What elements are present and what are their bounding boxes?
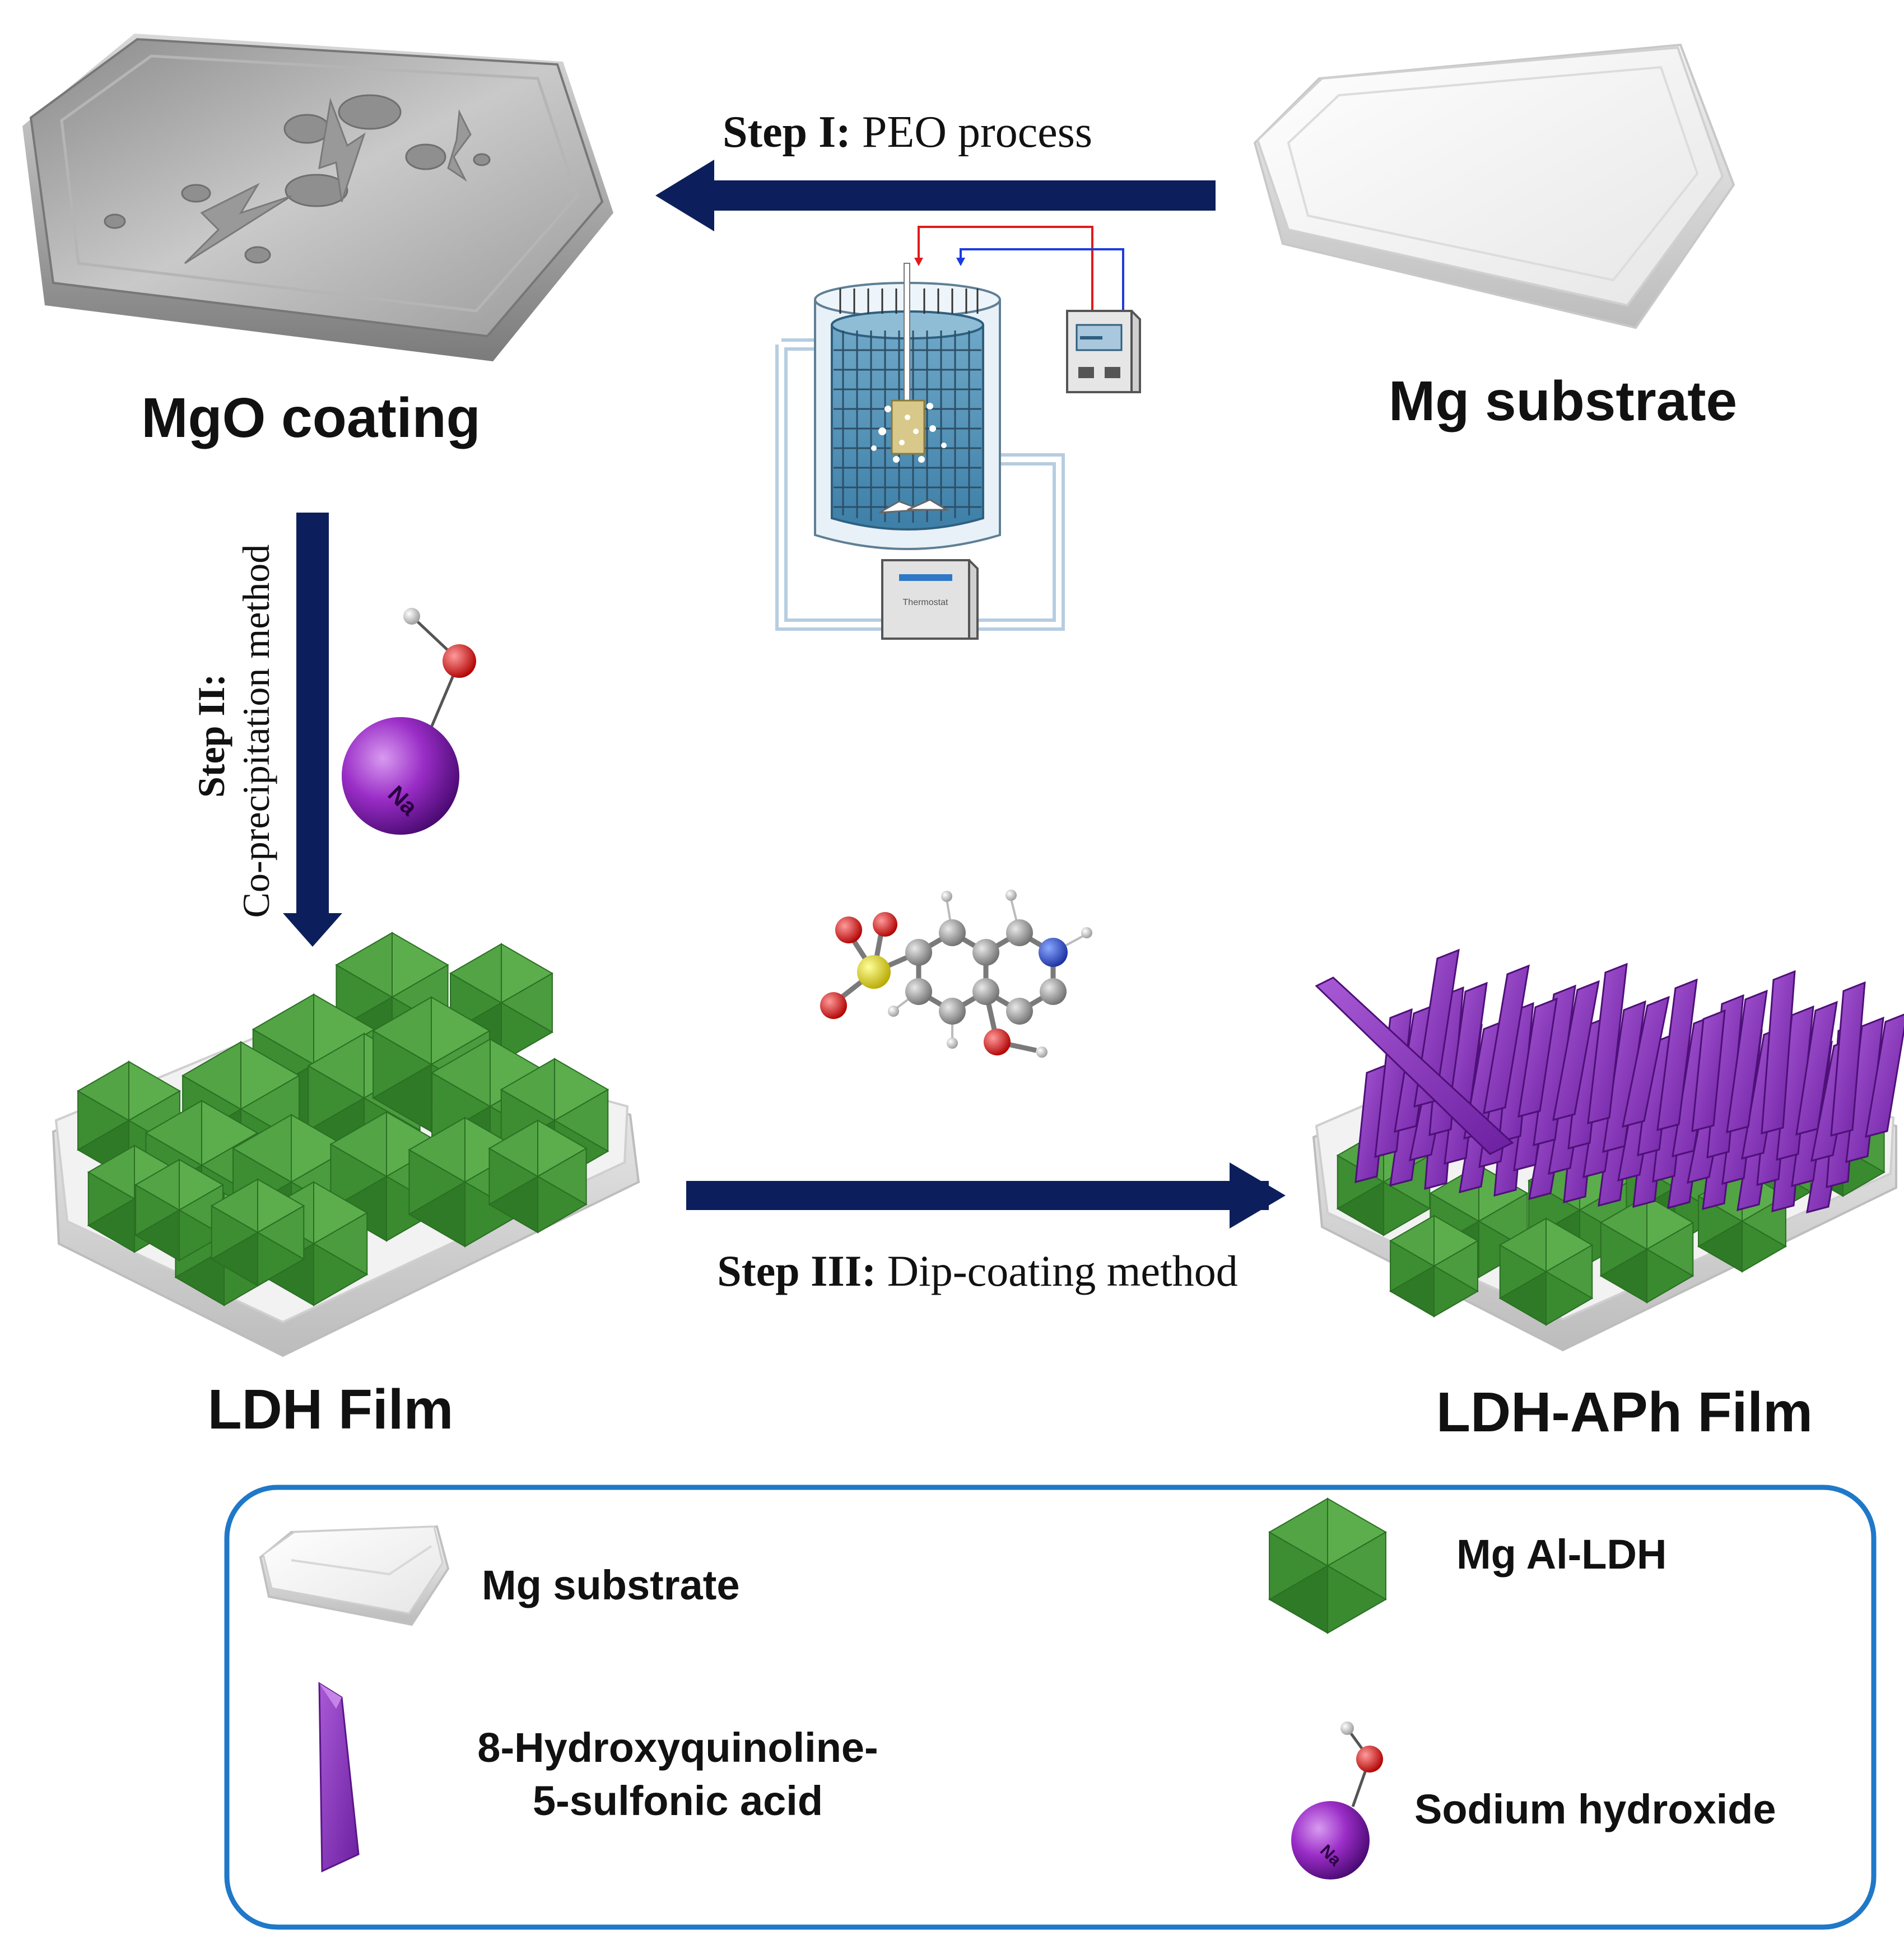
step1-label: Step I: PEO process bbox=[723, 108, 1092, 157]
aph-hexagon bbox=[1389, 1215, 1479, 1318]
ldh-film bbox=[52, 932, 640, 1357]
step1-text: PEO process bbox=[851, 108, 1092, 157]
aph-blade bbox=[1622, 995, 1670, 1128]
step3-arrow bbox=[686, 1162, 1286, 1229]
legend: Mg substrate Mg Al-LDH 8-Hydroxyquinolin… bbox=[224, 1485, 1877, 1930]
peo-apparatus: Thermostat bbox=[775, 226, 1141, 640]
step3-text: Dip-coating method bbox=[876, 1246, 1238, 1295]
mgo-coating-label: MgO coating bbox=[141, 387, 481, 449]
step2-label: Step II: Co-precipitation method bbox=[190, 545, 277, 918]
ldh-hexagon bbox=[77, 1060, 181, 1180]
aph-blades bbox=[1315, 948, 1904, 1214]
ldh-hexagon bbox=[488, 1119, 588, 1234]
legend-hq-blade-icon bbox=[318, 1682, 360, 1873]
aph-blade bbox=[1761, 970, 1796, 1134]
legend-hq-label-line1: 8-Hydroxyquinoline- bbox=[477, 1724, 878, 1771]
legend-ldh-hexagon-icon bbox=[1268, 1497, 1387, 1634]
aph-blade bbox=[1656, 978, 1698, 1132]
aph-blade bbox=[1726, 989, 1768, 1134]
ldh-hexagons bbox=[77, 932, 609, 1306]
step2-head: Step II: bbox=[190, 674, 232, 798]
aph-blade bbox=[1830, 981, 1866, 1137]
legend-hexagon bbox=[1268, 1497, 1387, 1634]
mg-substrate-label: Mg substrate bbox=[1389, 370, 1737, 432]
legend-mg-substrate-label: Mg substrate bbox=[482, 1562, 740, 1608]
mgo-coating-plate bbox=[22, 34, 613, 361]
aph-hexagon bbox=[1599, 1195, 1694, 1304]
step2-text: Co-precipitation method bbox=[235, 545, 277, 918]
legend-hq-label-line2: 5-sulfonic acid bbox=[533, 1778, 823, 1824]
step1-arrow bbox=[655, 160, 1216, 231]
step1-head: Step I: bbox=[723, 108, 851, 157]
ldh-film-label: LDH Film bbox=[208, 1378, 454, 1441]
step3-head: Step III: bbox=[717, 1246, 876, 1295]
aph-blade bbox=[1691, 1009, 1726, 1133]
aph-blade bbox=[1865, 1013, 1904, 1138]
ldh-aph-film-label: LDH-APh Film bbox=[1436, 1381, 1813, 1444]
aph-blade bbox=[1795, 1001, 1838, 1136]
thermostat-label: Thermostat bbox=[903, 598, 948, 607]
surface-pores bbox=[104, 94, 491, 264]
aph-blade bbox=[1552, 980, 1600, 1122]
legend-border bbox=[224, 1485, 1877, 1930]
aph-blade bbox=[1315, 976, 1514, 1155]
hq-sulfonic-molecule bbox=[820, 890, 1092, 1058]
aph-blade bbox=[1517, 997, 1558, 1118]
power-source bbox=[1066, 310, 1141, 393]
step3-label: Step III: Dip-coating method bbox=[717, 1246, 1237, 1295]
legend-naoh-icon: Na bbox=[1291, 1722, 1383, 1879]
thermostat: Thermostat bbox=[881, 559, 979, 640]
sodium-atom bbox=[342, 717, 459, 835]
aph-hexagon bbox=[1498, 1217, 1594, 1326]
surface-cracks bbox=[184, 97, 472, 264]
legend-sodium-hydroxide-label: Sodium hydroxide bbox=[1414, 1786, 1776, 1832]
nitrogen-atom bbox=[1039, 938, 1068, 967]
naoh-molecule: Na bbox=[342, 608, 476, 835]
legend-mg-substrate-icon bbox=[259, 1525, 450, 1626]
oxygen-atom bbox=[443, 644, 476, 678]
ldh-hexagon bbox=[210, 1178, 305, 1287]
aph-blade bbox=[1587, 962, 1628, 1125]
ldh-aph-film bbox=[1312, 948, 1904, 1352]
step2-arrow bbox=[283, 513, 342, 947]
sulfur-atom bbox=[857, 955, 891, 989]
legend-mg-al-ldh-label: Mg Al-LDH bbox=[1456, 1531, 1666, 1578]
mg-substrate-plate bbox=[1253, 43, 1735, 329]
discharge-sparks bbox=[871, 403, 947, 463]
aph-blade bbox=[1483, 964, 1530, 1115]
hydrogen-atom bbox=[403, 608, 420, 625]
